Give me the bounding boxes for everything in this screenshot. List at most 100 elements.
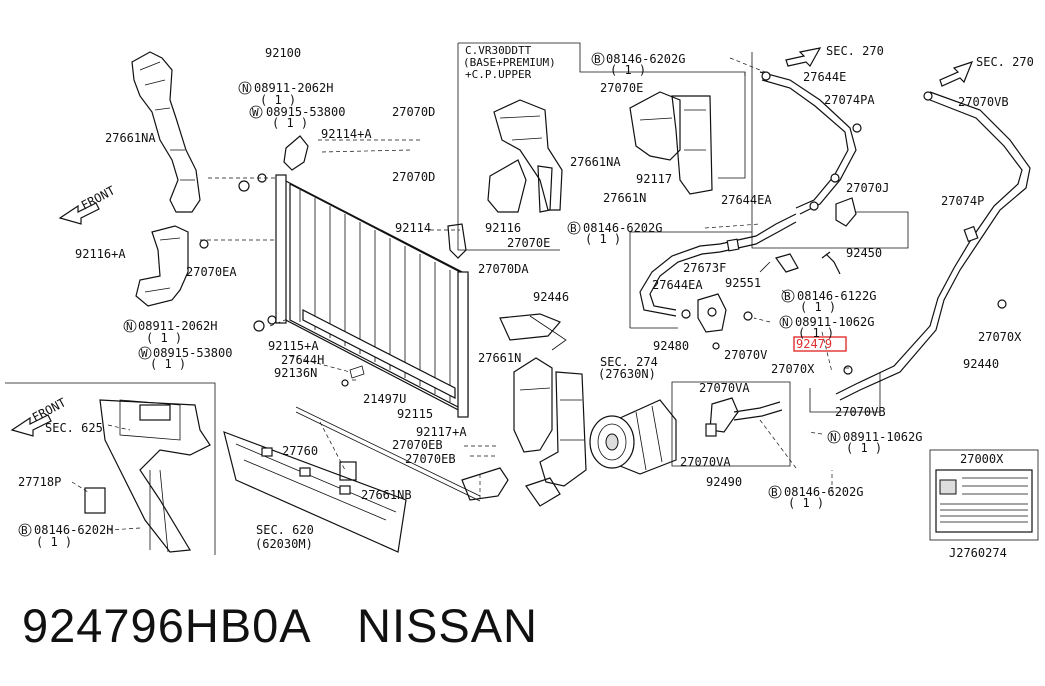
label-21497U: 21497U xyxy=(363,392,406,406)
label-27661N-mid: 27661N xyxy=(478,351,521,365)
label-27070E-b: 27070E xyxy=(507,236,550,250)
label-qty: ( 1 ) xyxy=(272,116,308,130)
label-27644EA-bottom: 27644EA xyxy=(652,278,703,292)
circle-b-icon xyxy=(768,485,782,499)
label-27070D-b: 27070D xyxy=(392,170,435,184)
circle-b-icon xyxy=(591,52,605,66)
bracket-92446 xyxy=(499,313,567,351)
label-27070EA: 27070EA xyxy=(186,265,237,279)
label-92100: 92100 xyxy=(265,46,301,60)
circled-prefix-b: B xyxy=(21,524,28,537)
label-92440: 92440 xyxy=(963,357,999,371)
bracket-92114A-top xyxy=(283,135,309,171)
pipe-27644E xyxy=(759,71,862,215)
label-qty: ( 1 ) xyxy=(610,63,646,77)
label-27000X: 27000X xyxy=(960,452,1004,466)
inset-27070VA-box xyxy=(671,381,791,467)
brackets-right-of-cvr xyxy=(629,91,713,195)
circle-n-icon xyxy=(238,81,252,95)
pipe-92480 xyxy=(639,213,797,319)
block-fitting-27644EA xyxy=(697,293,753,350)
circled-prefix-n: N xyxy=(830,431,837,444)
label-27070EB-a: 27070EB xyxy=(392,438,443,452)
label-qty: ( 1 ) xyxy=(846,441,882,455)
label-92551: 92551 xyxy=(725,276,761,290)
label-group: 92100 N 08911-2062H ( 1 ) W 08915-53800 … xyxy=(18,44,1034,560)
parts-diagram: 92100 N 08911-2062H ( 1 ) W 08915-53800 … xyxy=(5,42,1039,560)
label-27070J: 27070J xyxy=(846,181,889,195)
label-08911-2062H-top: 08911-2062H xyxy=(254,81,333,95)
label-27070EB-b: 27070EB xyxy=(405,452,456,466)
label-27070V: 27070V xyxy=(724,348,767,362)
label-27661NA-center: 27661NA xyxy=(570,155,621,169)
inset-lower-left xyxy=(5,382,216,555)
circle-n-icon xyxy=(827,430,841,444)
label-92116A: 92116+A xyxy=(75,247,126,261)
bolt-08146-6122G xyxy=(821,251,841,275)
label-27074PA: 27074PA xyxy=(824,93,875,107)
label-92117A: 92117+A xyxy=(416,425,467,439)
pipe-frame-right xyxy=(629,52,909,413)
label-08911-2062H-mid: 08911-2062H xyxy=(138,319,217,333)
circle-n-icon xyxy=(123,319,137,333)
circled-prefix-n: N xyxy=(126,320,133,333)
label-27070DA: 27070DA xyxy=(478,262,529,276)
circled-prefix-w: W xyxy=(252,106,259,119)
label-qty: ( 1 ) xyxy=(36,535,72,549)
circled-prefix-b: B xyxy=(594,53,601,66)
label-ref-J2760274: J2760274 xyxy=(949,546,1007,560)
bracket-27661N-lower xyxy=(461,357,587,507)
label-08911-1062G-mid: 08911-1062G xyxy=(795,315,874,329)
label-27070X-center: 27070X xyxy=(771,362,815,376)
label-08911-1062G-bottom: 08911-1062G xyxy=(843,430,922,444)
label-27070VB-bottom: 27070VB xyxy=(835,405,886,419)
label-08146-6202G-top: 08146-6202G xyxy=(606,52,685,66)
label-27644H: 27644H xyxy=(281,353,324,367)
label-27760: 27760 xyxy=(282,444,318,458)
front-arrow-top xyxy=(58,202,100,225)
label-92446: 92446 xyxy=(533,290,569,304)
label-27070VA-b: 27070VA xyxy=(680,455,731,469)
label-92115A: 92115+A xyxy=(268,339,319,353)
lower-bracket-sec620 xyxy=(223,431,407,553)
label-92450: 92450 xyxy=(846,246,882,260)
label-plate-27000X xyxy=(929,449,1039,541)
bracket-92116A xyxy=(135,225,189,307)
circled-prefix-b: B xyxy=(771,486,778,499)
circled-prefix-n: N xyxy=(782,316,789,329)
label-92115: 92115 xyxy=(397,407,433,421)
label-08146-6202G-bottom: 08146-6202G xyxy=(784,485,863,499)
seal-27760 xyxy=(339,461,357,481)
label-08146-6202G-mid: 08146-6202G xyxy=(583,221,662,235)
label-08146-6122G: 08146-6122G xyxy=(797,289,876,303)
seal-27644H xyxy=(341,365,365,387)
pipe-92440 xyxy=(835,91,1031,401)
label-27070D-a: 27070D xyxy=(392,105,435,119)
label-qty: ( 1 ) xyxy=(146,331,182,345)
highlight-92479 xyxy=(793,336,847,352)
label-27718P: 27718P xyxy=(18,475,61,489)
bracket-92114 xyxy=(447,223,467,259)
label-27070E-a: 27070E xyxy=(600,81,643,95)
label-27070VA-a: 27070VA xyxy=(699,381,750,395)
label-sec274: SEC. 274 xyxy=(600,355,658,369)
front-dashed-lines xyxy=(200,139,460,471)
label-27661NA-left: 27661NA xyxy=(105,131,156,145)
circled-prefix-w: W xyxy=(141,347,148,360)
label-qty: ( 1 ) xyxy=(150,357,186,371)
label-qty: ( 1 ) xyxy=(585,232,621,246)
label-92116: 92116 xyxy=(485,221,521,235)
label-92117: 92117 xyxy=(636,172,672,186)
label-08915-53800-top: 08915-53800 xyxy=(266,105,345,119)
label-27070VB-top: 27070VB xyxy=(958,95,1009,109)
circled-prefix-n: N xyxy=(242,82,249,95)
circle-n-icon xyxy=(779,315,793,329)
circle-b-icon xyxy=(567,221,581,235)
sec270-arrows xyxy=(785,47,974,87)
circle-b-icon xyxy=(781,289,795,303)
label-sec270-right: SEC. 270 xyxy=(976,55,1034,69)
label-27074P: 27074P xyxy=(941,194,984,208)
compressor xyxy=(589,399,677,475)
circle-w-icon xyxy=(138,346,152,360)
inset-cvr30ddtt-box xyxy=(457,42,746,251)
